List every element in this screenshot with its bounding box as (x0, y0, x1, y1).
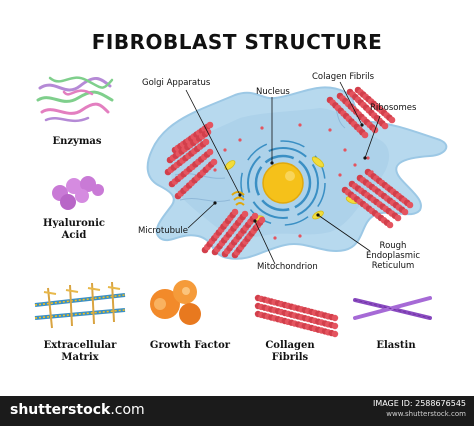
caption-collagen-line2: Fibrils (271, 352, 309, 363)
label-pointer-lines (185, 81, 381, 265)
label-rough-er-line2: Endoplasmic (365, 251, 421, 261)
nucleus (262, 162, 304, 204)
label-golgi-apparatus: Golgi Apparatus (142, 78, 211, 88)
collagen-fiber (254, 294, 339, 322)
collagen-fiber (201, 208, 239, 254)
extracellular-matrix-illustration (34, 281, 126, 329)
label-mitochondrion: Mitochondrion (257, 262, 318, 272)
rer-pointer (317, 214, 371, 252)
image-id: IMAGE ID: 2588676545 (372, 399, 466, 408)
caption-extracellular-matrix: Extracellular Matrix (30, 340, 130, 364)
label-ribosomes: Ribosomes (370, 103, 417, 113)
label-microtubule: Microtubule (138, 226, 188, 236)
caption-growth-factor: Growth Factor (149, 340, 231, 351)
caption-hyaluronic-acid: Hyaluronic Acid (34, 218, 114, 242)
caption-ecm-line2: Matrix (61, 352, 99, 363)
collagen-fiber (168, 148, 214, 188)
microtubule-pointer (187, 202, 216, 229)
elastin-illustration (353, 296, 432, 320)
label-collagen-fibrils: Colagen Fibrils (312, 72, 375, 82)
collagen-fiber (348, 180, 402, 222)
caption-collagen-line1: Collagen (265, 340, 315, 351)
label-nucleus: Nucleus (256, 87, 290, 97)
golgi-apparatus (231, 191, 245, 206)
site-url: www.shutterstock.com (386, 410, 466, 418)
collagen-pointer (339, 81, 363, 126)
collagen-fibrils-illustration (254, 294, 339, 338)
caption-hyaluronic-line2: Acid (61, 230, 87, 241)
pointer-dots (213, 123, 367, 223)
caption-collagen-fibrils: Collagen Fibrils (250, 340, 330, 364)
caption-ecm-line1: Extracellular (43, 340, 117, 351)
label-rough-er-line1: Rough (379, 241, 407, 251)
collagen-fiber (254, 310, 339, 338)
collagen-fiber (164, 138, 210, 176)
growth-factor-illustration (150, 280, 201, 325)
label-rough-er: Rough Endoplasmic Reticulum (358, 241, 428, 271)
golgi-pointer (185, 89, 241, 196)
collagen-fiber (254, 302, 339, 330)
collagen-fiber (221, 212, 259, 258)
caption-enzymas: Enzymas (52, 136, 102, 147)
footer-bar: shutterstock.com IMAGE ID: 2588676545 ww… (0, 396, 474, 426)
image-credit: IMAGE ID: 2588676545 www.shutterstock.co… (373, 399, 466, 419)
collagen-fiber (356, 174, 409, 216)
mitochondrion-pointer (254, 220, 276, 265)
hyaluronic-acid-illustration (52, 176, 104, 210)
brand-logo[interactable]: shutterstock.com (10, 402, 145, 418)
collagen-fiber (341, 186, 394, 229)
label-rough-er-line3: Reticulum (371, 261, 415, 271)
collagen-fiber (211, 210, 249, 256)
collagen-fiber (346, 88, 389, 130)
ribosomes-pointer (364, 115, 381, 159)
rough-endoplasmic-reticulum (240, 140, 326, 226)
collagen-fiber (326, 96, 369, 139)
collagen-fiber (364, 168, 414, 209)
brand-suffix: .com (110, 402, 145, 418)
collagen-fiber (354, 86, 396, 124)
caption-elastin: Elastin (376, 340, 416, 351)
diagram-title: FIBROBLAST STRUCTURE (91, 30, 383, 54)
collagen-fiber (174, 158, 218, 200)
enzymes-illustration (36, 76, 114, 123)
brand-name: shutterstock (10, 402, 111, 418)
caption-hyaluronic-line1: Hyaluronic (43, 218, 105, 229)
